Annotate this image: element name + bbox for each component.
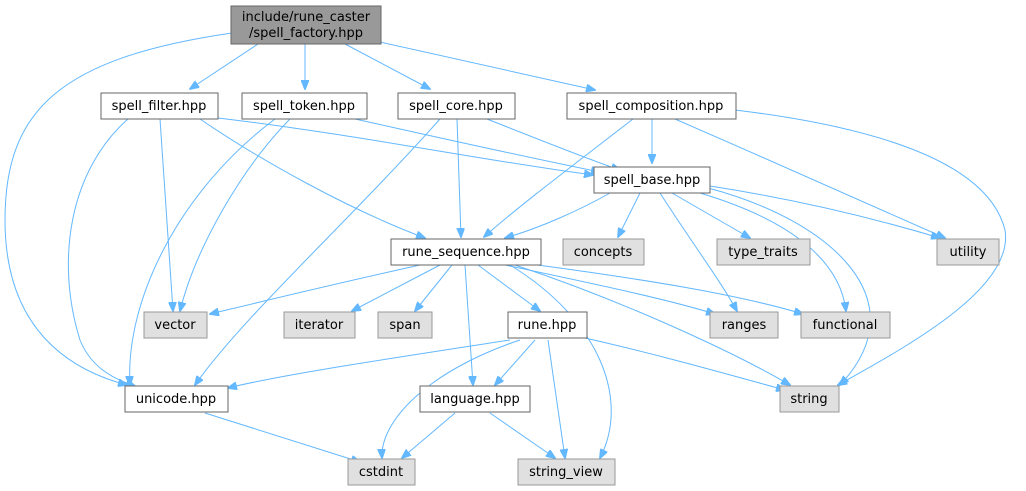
node-functional-label: functional <box>813 318 878 333</box>
edge-rune-sequence-to-span <box>415 264 453 311</box>
edge-rune-sequence-to-string-view <box>509 264 612 458</box>
edge-spell-composition-to-rune-sequence <box>484 118 634 237</box>
edge-rune-to-string-view <box>547 339 565 458</box>
edge-rune-to-cstdint <box>382 339 521 458</box>
edge-rune-sequence-to-vector <box>210 264 421 314</box>
node-ranges[interactable]: ranges <box>709 311 779 339</box>
edge-spell-filter-to-spell-base <box>217 117 593 175</box>
edge-spell-core-to-unicode <box>195 118 441 385</box>
edge-rune-to-unicode <box>228 339 511 388</box>
edge-spell-token-to-unicode <box>130 118 276 385</box>
edge-language-to-cstdint <box>402 412 456 458</box>
node-spell-factory-root[interactable]: include/rune_caster /spell_factory.hpp <box>230 5 382 45</box>
edge-spell-token-to-vector <box>180 118 291 311</box>
node-span-label: span <box>389 318 420 333</box>
node-vector[interactable]: vector <box>143 311 208 339</box>
node-spell-core-label: spell_core.hpp <box>409 99 503 114</box>
edge-spell-token-to-spell-base <box>354 118 600 172</box>
node-string-view-label: string_view <box>529 465 603 480</box>
node-utility-label: utility <box>950 245 987 260</box>
edge-spell-core-to-rune-sequence <box>456 118 461 237</box>
edge-rune-sequence-to-ranges <box>504 264 715 314</box>
node-string-view[interactable]: string_view <box>517 458 616 486</box>
node-spell-token[interactable]: spell_token.hpp <box>241 92 368 120</box>
edge-spell-filter-to-unicode <box>67 118 135 386</box>
node-spell-filter[interactable]: spell_filter.hpp <box>100 92 219 120</box>
edge-spell-base-to-concepts <box>618 192 641 237</box>
node-cstdint-label: cstdint <box>359 465 403 480</box>
node-type-traits-label: type_traits <box>728 245 798 260</box>
edge-root-to-spell-filter <box>190 43 259 89</box>
node-cstdint[interactable]: cstdint <box>347 458 416 486</box>
edge-unicode-to-cstdint <box>204 412 360 462</box>
node-utility[interactable]: utility <box>936 238 1000 266</box>
edge-rune-sequence-to-language <box>464 264 473 385</box>
edge-spell-composition-to-utility <box>674 118 945 238</box>
node-language[interactable]: language.hpp <box>419 385 531 413</box>
edge-root-to-spell-composition <box>379 41 595 90</box>
node-spell-composition-label: spell_composition.hpp <box>579 99 724 114</box>
node-spell-base-label: spell_base.hpp <box>604 173 701 188</box>
node-type-traits[interactable]: type_traits <box>716 238 811 266</box>
edge-rune-sequence-to-functional <box>529 263 803 314</box>
edge-spell-base-to-ranges <box>659 192 737 311</box>
edge-spell-core-to-spell-base <box>486 118 620 170</box>
node-concepts-label: concepts <box>574 245 633 260</box>
node-spell-filter-label: spell_filter.hpp <box>112 99 207 114</box>
nodes: include/rune_caster /spell_factory.hpp s… <box>100 5 1000 486</box>
edge-rune-sequence-to-rune <box>477 264 540 311</box>
node-rune-sequence-label: rune_sequence.hpp <box>402 245 530 260</box>
node-iterator-label: iterator <box>295 318 344 333</box>
node-unicode[interactable]: unicode.hpp <box>124 385 229 413</box>
node-concepts[interactable]: concepts <box>562 238 645 266</box>
edge-spell-base-to-type-traits <box>671 192 750 238</box>
node-span[interactable]: span <box>377 311 433 339</box>
node-string-label: string <box>790 392 827 407</box>
node-rune-label: rune.hpp <box>518 318 577 333</box>
edge-rune-to-string <box>584 337 785 390</box>
edge-spell-base-to-utility <box>709 185 940 238</box>
edge-spell-base-to-string <box>707 187 871 385</box>
node-ranges-label: ranges <box>722 318 767 333</box>
edge-spell-filter-to-vector <box>159 118 173 311</box>
edge-rune-sequence-to-iterator <box>352 264 441 311</box>
edge-root-to-spell-core <box>344 43 430 89</box>
node-spell-token-label: spell_token.hpp <box>253 99 355 114</box>
node-root-label-line2: /spell_factory.hpp <box>249 26 363 41</box>
node-language-label: language.hpp <box>430 392 519 407</box>
edge-root-to-unicode <box>4 32 233 385</box>
node-iterator[interactable]: iterator <box>283 311 356 339</box>
edge-spell-filter-to-rune-sequence <box>199 118 425 238</box>
edge-spell-base-to-rune-sequence <box>505 192 611 238</box>
node-spell-composition[interactable]: spell_composition.hpp <box>566 92 737 120</box>
node-spell-base[interactable]: spell_base.hpp <box>593 166 711 194</box>
node-rune-sequence[interactable]: rune_sequence.hpp <box>390 238 542 266</box>
node-root-label-line1: include/rune_caster <box>242 10 371 25</box>
edge-rune-sequence-to-string <box>514 264 790 385</box>
node-vector-label: vector <box>154 318 196 333</box>
edge-rune-to-language <box>495 339 536 385</box>
node-spell-core[interactable]: spell_core.hpp <box>397 92 516 120</box>
edge-spell-composition-to-string <box>734 109 1007 385</box>
node-string[interactable]: string <box>779 385 840 413</box>
node-functional[interactable]: functional <box>800 311 891 339</box>
node-rune[interactable]: rune.hpp <box>507 311 588 339</box>
edge-language-to-string-view <box>489 412 555 458</box>
node-unicode-label: unicode.hpp <box>136 392 216 407</box>
